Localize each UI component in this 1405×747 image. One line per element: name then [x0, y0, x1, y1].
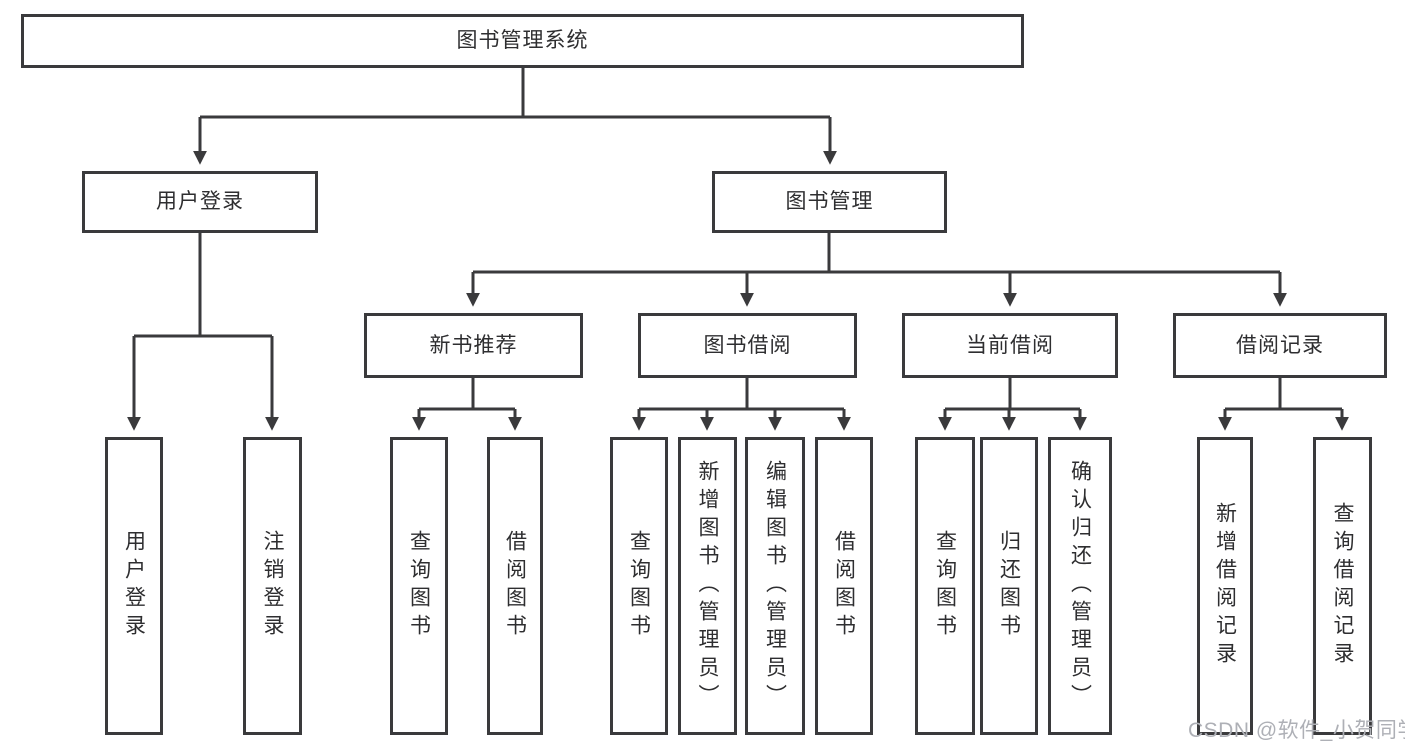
leaf-records-query-record: 查询借阅记录 — [1313, 437, 1372, 735]
node-new-book-recommend: 新书推荐 — [364, 313, 583, 378]
leaf-current-return-books: 归还图书 — [980, 437, 1038, 735]
node-current-borrow: 当前借阅 — [902, 313, 1118, 378]
leaf-borrow-edit-book-admin: 编辑图书（管理员） — [745, 437, 805, 735]
leaf-borrow-borrow-books: 借阅图书 — [815, 437, 873, 735]
leaf-newbook-borrow-books: 借阅图书 — [487, 437, 543, 735]
leaf-borrow-add-book-admin: 新增图书（管理员） — [678, 437, 737, 735]
leaf-records-add-record: 新增借阅记录 — [1197, 437, 1253, 735]
leaf-user-login: 用户登录 — [105, 437, 163, 735]
node-library-management-system: 图书管理系统 — [21, 14, 1024, 68]
node-book-management: 图书管理 — [712, 171, 947, 233]
leaf-borrow-query-books: 查询图书 — [610, 437, 668, 735]
csdn-watermark: CSDN @软件_小贺同学 — [1188, 719, 1405, 742]
leaf-newbook-query-books: 查询图书 — [390, 437, 448, 735]
leaf-logout: 注销登录 — [243, 437, 302, 735]
node-user-login: 用户登录 — [82, 171, 318, 233]
node-book-borrow: 图书借阅 — [638, 313, 857, 378]
leaf-current-query-books: 查询图书 — [915, 437, 975, 735]
node-borrow-records: 借阅记录 — [1173, 313, 1387, 378]
leaf-current-confirm-return-admin: 确认归还（管理员） — [1048, 437, 1112, 735]
